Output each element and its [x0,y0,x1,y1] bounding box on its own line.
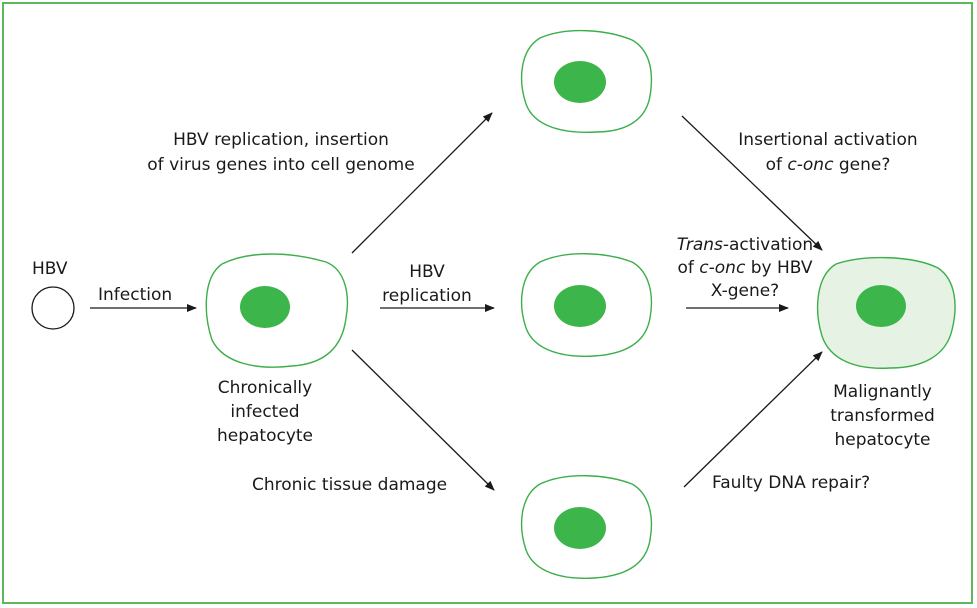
arrow-to-bottom-cell [351,349,495,491]
insertional-activation-label: Insertional activation of c-onc gene? [738,130,918,175]
nucleus [554,61,606,103]
hbv-virus-particle [31,286,75,330]
arrow-top-to-malignant [681,115,823,251]
hepatocyte-bottom [520,475,653,579]
hepatocyte-top [520,29,653,133]
infection-label: Infection [98,285,173,305]
chronic-cell-label: Chronically infected hepatocyte [216,378,314,446]
malignant-hepatocyte [817,256,956,369]
bottom-path-label: Chronic tissue damage [252,475,448,495]
transactivation-label: Trans-activation of c-onc by HBV X-gene? [676,235,814,301]
nucleus [856,285,906,327]
middle-path-label: HBV replication [382,262,472,306]
chronically-infected-hepatocyte [205,253,349,368]
malignant-cell-label: Malignantly transformed hepatocyte [830,382,935,450]
hbv-label: HBV [32,259,68,279]
arrow-bottom-to-malignant [683,351,823,488]
nucleus [240,286,290,328]
arrow-to-top-cell [351,112,493,254]
faulty-dna-repair-label: Faulty DNA repair? [712,473,871,493]
top-path-label: HBV replication, insertion of virus gene… [147,130,415,175]
nucleus [554,285,606,327]
nucleus [554,507,606,549]
hepatocyte-middle [520,253,653,357]
